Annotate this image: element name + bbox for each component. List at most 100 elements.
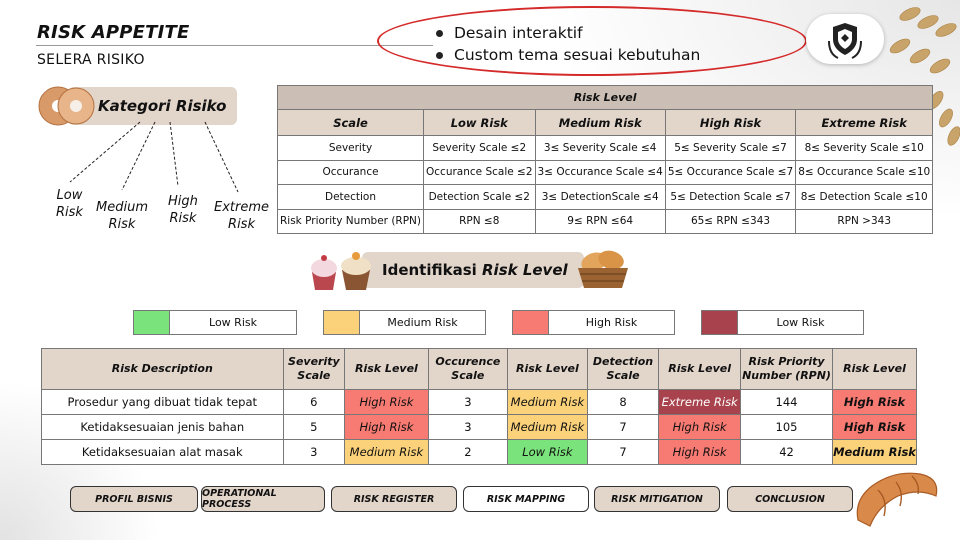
kategori-label-high: High Risk — [168, 193, 198, 227]
risk-level-cell: RPN >343 — [795, 208, 934, 234]
identifikasi-title-italic: Risk Level — [482, 261, 568, 279]
mapping-cell-det: 7 — [586, 439, 660, 465]
legend-swatch — [134, 311, 170, 334]
mapping-cell-rpn: 105 — [740, 414, 834, 440]
mapping-cell-occ: 3 — [427, 389, 509, 415]
feature-note: Custom tema sesuai kebutuhan — [436, 44, 700, 66]
mapping-cell-det-lvl: High Risk — [658, 414, 742, 440]
bread-basket-icon — [578, 250, 628, 288]
risk-level-cell: 9≤ RPN ≤64 — [534, 208, 666, 234]
mapping-col-header: Risk Level — [507, 348, 588, 390]
legend-item-extreme: Low Risk — [701, 310, 864, 335]
mapping-cell-occ-lvl: Medium Risk — [507, 389, 588, 415]
mapping-col-header: Risk Level — [832, 348, 917, 390]
risk-level-cell: 5≤ Occurance Scale ≤7 — [664, 159, 797, 185]
kategori-label-extreme: Extreme Risk — [214, 199, 269, 233]
mapping-cell-rpn-lvl: Medium Risk — [832, 439, 917, 465]
wheat-decoration-icon — [889, 7, 960, 146]
risk-level-cell: RPN ≤8 — [423, 208, 536, 234]
risk-level-cell: 3≤ Severity Scale ≤4 — [534, 135, 666, 161]
nav-button-profil-bisnis[interactable]: PROFIL BISNIS — [70, 486, 198, 512]
risk-level-cell: 5≤ Severity Scale ≤7 — [664, 135, 797, 161]
page-title: RISK APPETITE — [37, 22, 190, 43]
identifikasi-title: Identifikasi Risk Level — [362, 252, 584, 288]
kategori-label-line: Medium — [96, 200, 148, 215]
mapping-cell-rpn: 144 — [740, 389, 834, 415]
mapping-cell-sev-lvl: High Risk — [344, 414, 429, 440]
mapping-col-header: Risk Priority Number (RPN) — [740, 348, 834, 390]
kategori-label-line: Risk — [228, 217, 255, 232]
mapping-cell-det: 7 — [586, 414, 660, 440]
mapping-cell-rpn: 42 — [740, 439, 834, 465]
risk-level-cell: Severity Scale ≤2 — [423, 135, 536, 161]
mapping-cell-desc: Ketidaksesuaian jenis bahan — [41, 414, 284, 440]
page-subtitle: SELERA RISIKO — [37, 52, 145, 68]
risk-level-cell: 65≤ RPN ≤343 — [664, 208, 797, 234]
mapping-cell-rpn-lvl: High Risk — [832, 414, 917, 440]
title-divider — [36, 45, 433, 46]
nav-button-risk-register[interactable]: RISK REGISTER — [331, 486, 457, 512]
risk-level-cell: Detection Scale ≤2 — [423, 184, 536, 210]
kategori-label-line: Risk — [56, 205, 83, 220]
mapping-col-header: Detection Scale — [586, 348, 660, 390]
mapping-cell-sev: 3 — [282, 439, 346, 465]
mapping-col-header: Risk Description — [41, 348, 284, 390]
mapping-col-header: Occurence Scale — [427, 348, 509, 390]
nav-button-operational-process[interactable]: OPERATIONAL PROCESS — [201, 486, 325, 512]
mapping-cell-desc: Prosedur yang dibuat tidak tepat — [41, 389, 284, 415]
mapping-cell-sev-lvl: High Risk — [344, 389, 429, 415]
nav-button-risk-mapping[interactable]: RISK MAPPING — [463, 486, 589, 512]
risk-level-table-title: Risk Level — [276, 85, 934, 110]
kategori-label-line: Extreme — [214, 200, 270, 215]
croissant-icon — [856, 472, 938, 527]
risk-level-cell: 8≤ Severity Scale ≤10 — [795, 135, 934, 161]
mapping-col-header: Risk Level — [344, 348, 429, 390]
risk-level-col-header: Scale — [276, 109, 425, 136]
risk-level-cell: 8≤ Occurance Scale ≤10 — [795, 159, 934, 185]
kategori-label-line: Risk — [108, 217, 136, 232]
legend-swatch — [702, 311, 738, 334]
mapping-cell-rpn-lvl: High Risk — [832, 389, 917, 415]
risk-level-cell: Severity — [276, 135, 425, 161]
mapping-col-header: Severity Scale — [282, 348, 346, 390]
mapping-cell-occ: 2 — [427, 439, 509, 465]
cupcake-icon — [311, 252, 371, 290]
risk-level-cell: 5≤ Detection Scale ≤7 — [664, 184, 797, 210]
mapping-cell-sev: 5 — [282, 414, 346, 440]
donut-icon — [38, 86, 95, 126]
legend-swatch — [513, 311, 549, 334]
kategori-connector-lines — [69, 121, 239, 193]
legend-label: Low Risk — [209, 316, 257, 329]
brand-logo — [806, 14, 884, 64]
mapping-cell-sev-lvl: Medium Risk — [344, 439, 429, 465]
risk-level-col-header: Extreme Risk — [795, 109, 934, 136]
legend-item-high: High Risk — [512, 310, 675, 335]
legend-swatch — [324, 311, 360, 334]
mapping-cell-occ-lvl: Low Risk — [507, 439, 588, 465]
shield-logo-icon — [828, 23, 862, 59]
mapping-cell-occ: 3 — [427, 414, 509, 440]
kategori-label-line: Low — [56, 188, 83, 203]
risk-level-cell: 3≤ DetectionScale ≤4 — [534, 184, 666, 210]
mapping-cell-occ-lvl: Medium Risk — [507, 414, 588, 440]
mapping-cell-det: 8 — [586, 389, 660, 415]
risk-level-col-header: Medium Risk — [534, 109, 666, 136]
nav-button-risk-mitigation[interactable]: RISK MITIGATION — [594, 486, 720, 512]
legend-label: Low Risk — [776, 316, 825, 329]
feature-note: Desain interaktif — [436, 22, 700, 44]
mapping-cell-sev: 6 — [282, 389, 346, 415]
mapping-col-header: Risk Level — [658, 348, 742, 390]
legend-item-medium: Medium Risk — [323, 310, 486, 335]
nav-button-conclusion[interactable]: CONCLUSION — [727, 486, 853, 512]
legend-label: Medium Risk — [387, 316, 458, 329]
risk-level-cell: 8≤ Detection Scale ≤10 — [795, 184, 934, 210]
mapping-cell-desc: Ketidaksesuaian alat masak — [41, 439, 284, 465]
feature-notes-ellipse: Desain interaktif Custom tema sesuai keb… — [377, 6, 807, 76]
